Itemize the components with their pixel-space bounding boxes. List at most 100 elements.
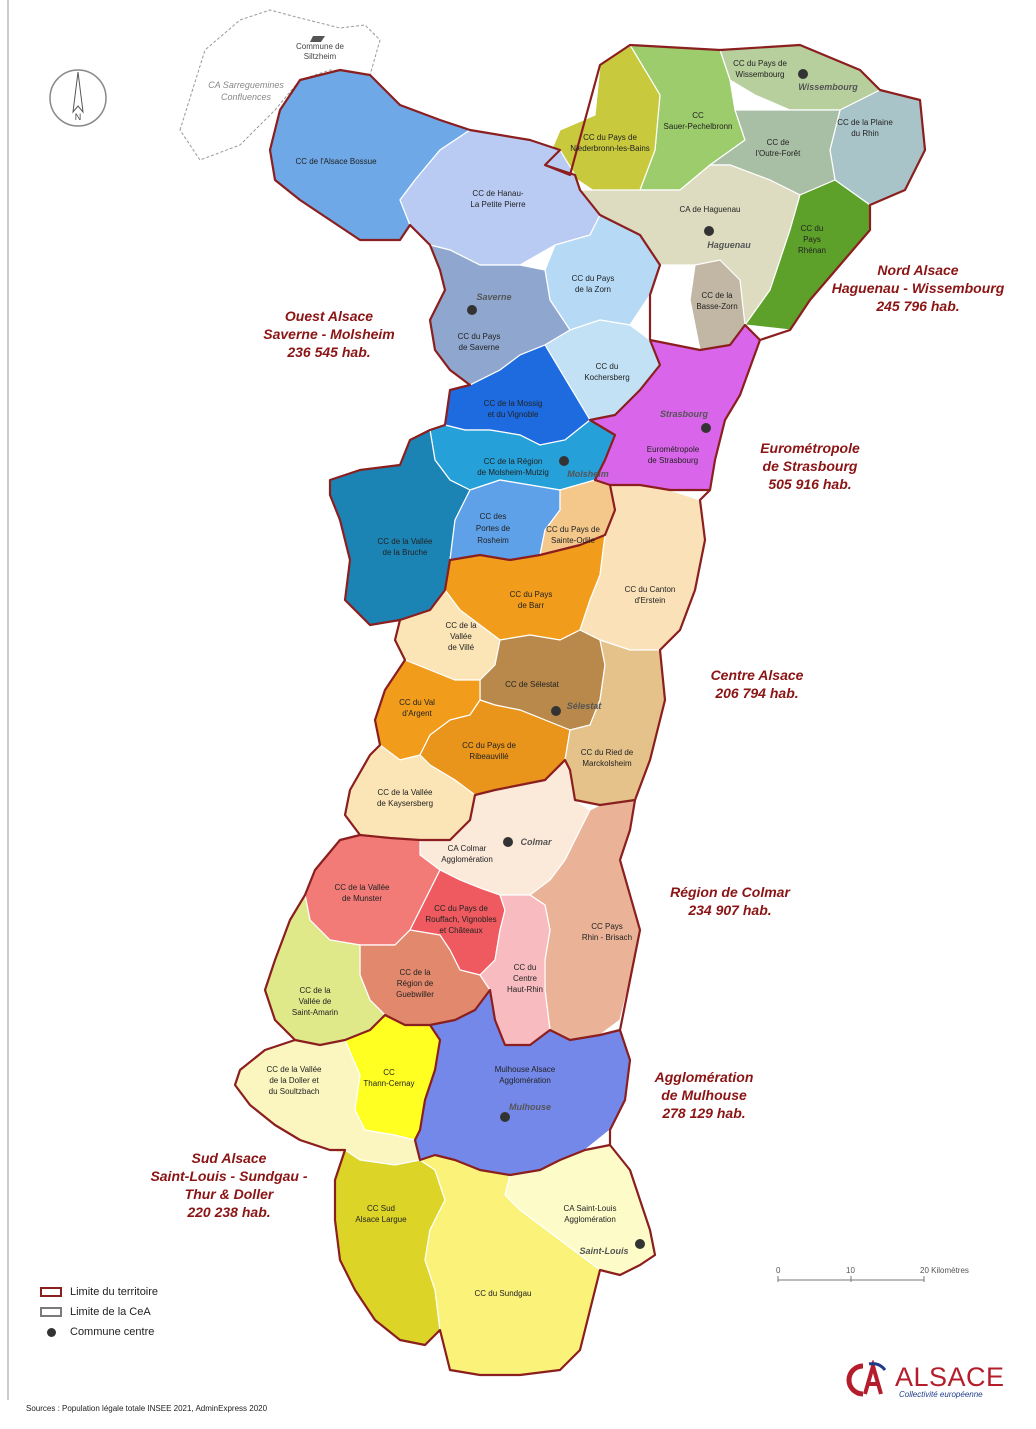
- legend: Limite du territoire Limite de la CeA Co…: [40, 1282, 158, 1342]
- epci-label: du Soultzbach: [269, 1087, 320, 1096]
- epci-label: Mulhouse Alsace: [495, 1065, 556, 1074]
- epci-label: de Barr: [518, 601, 545, 610]
- epci-label: Rhin - Brisach: [582, 933, 632, 942]
- territory-population: 236 545 hab.: [286, 344, 370, 360]
- cea-border-swatch: [40, 1307, 62, 1317]
- scale-tick: 20 Kilomètres: [920, 1266, 969, 1275]
- centre-label: Strasbourg: [660, 409, 709, 419]
- epci-label: de la Doller et: [269, 1076, 319, 1085]
- epci-label: d'Argent: [402, 709, 432, 718]
- epci-label: CC du Pays de: [434, 904, 488, 913]
- epci-label: de Villé: [448, 643, 475, 652]
- epci-label: CC du Pays: [572, 274, 615, 283]
- territory-population: 220 238 hab.: [186, 1204, 270, 1220]
- epci-label: CC du Pays de: [583, 133, 637, 142]
- legend-item-cea: Limite de la CeA: [40, 1302, 158, 1322]
- centre-dot-icon: [467, 305, 477, 315]
- epci-label: de la Zorn: [575, 285, 611, 294]
- centre-dot-icon: [701, 423, 711, 433]
- territory-subtitle: Saverne - Molsheim: [263, 326, 395, 342]
- epci-label: Basse-Zorn: [696, 302, 737, 311]
- scale-tick: 0: [776, 1266, 781, 1275]
- epci-label: Pays: [803, 235, 821, 244]
- epci-label: CC du Canton: [625, 585, 676, 594]
- epci-label: CC du Sundgau: [475, 1289, 532, 1298]
- centre-label: Saverne: [476, 292, 511, 302]
- epci-label: CC du Pays de: [733, 59, 787, 68]
- centre-dot-icon: [635, 1239, 645, 1249]
- territory-name: Centre Alsace: [711, 667, 804, 683]
- outside-label-1: CA Sarreguemines: [208, 80, 284, 90]
- epci-label: CC de la: [445, 621, 477, 630]
- epci-polygons: [234, 44, 926, 1376]
- epci-label: CC: [383, 1068, 395, 1077]
- centre-label: Sélestat: [567, 701, 603, 711]
- epci-label: CC des: [480, 512, 507, 521]
- territory-name: Région de Colmar: [670, 884, 791, 900]
- legend-label: Limite de la CeA: [70, 1306, 151, 1318]
- territory-subtitle: Saint-Louis - Sundgau -: [150, 1168, 307, 1184]
- epci-label: CA Saint-Louis: [564, 1204, 617, 1213]
- svg-text:N: N: [75, 112, 82, 122]
- territory-subtitle: de Mulhouse: [661, 1087, 747, 1103]
- commune-centres: Wissembourg Haguenau Saverne Strasbourg …: [467, 69, 858, 1256]
- territory-name: Ouest Alsace: [285, 308, 373, 324]
- epci-labels: CC du Pays de Wissembourg CC Sauer-Peche…: [267, 59, 894, 1298]
- epci-label: CC du Pays de: [546, 525, 600, 534]
- centre-dot-icon: [500, 1112, 510, 1122]
- legend-label: Limite du territoire: [70, 1286, 159, 1298]
- centre-label: Colmar: [520, 837, 552, 847]
- logo-subtitle: Collectivité européenne: [899, 1390, 983, 1399]
- epci-label: CC de la Vallée: [335, 883, 391, 892]
- territory-labels: Nord Alsace Haguenau - Wissembourg 245 7…: [150, 262, 1004, 1220]
- territory-population: 245 796 hab.: [875, 298, 959, 314]
- scale-tick: 10: [846, 1266, 855, 1275]
- epci-label: Agglomération: [441, 855, 493, 864]
- epci-label: CC de la Mossig: [484, 399, 543, 408]
- legend-item-centre: Commune centre: [40, 1322, 158, 1342]
- epci-label: CC de la Plaine: [837, 118, 893, 127]
- epci-label: de Strasbourg: [648, 456, 698, 465]
- territory-name: Eurométropole: [760, 440, 860, 456]
- epci-label: CC de la Vallée: [378, 788, 434, 797]
- epci-label: Kochersberg: [584, 373, 629, 382]
- alsace-logo: ALSACE Collectivité européenne: [843, 1360, 1013, 1405]
- centre-dot-icon: [559, 456, 569, 466]
- epci-label: CC de la Vallée: [267, 1065, 323, 1074]
- centre-label: Mulhouse: [509, 1102, 551, 1112]
- territory-population: 505 916 hab.: [768, 476, 851, 492]
- territory-subtitle-2: Thur & Doller: [185, 1186, 275, 1202]
- centre-label: Saint-Louis: [580, 1246, 629, 1256]
- epci-label: Rouffach, Vignobles: [425, 915, 496, 924]
- territory-borders: [233, 43, 927, 1377]
- epci-label: Agglomération: [499, 1076, 551, 1085]
- epci-label: Niederbronn-les-Bains: [570, 144, 650, 153]
- epci-label: CC du Pays: [458, 332, 501, 341]
- sarreguemines-outline: [179, 9, 381, 161]
- epci-label: l'Outre-Forêt: [756, 149, 801, 158]
- centre-dot-icon: [503, 837, 513, 847]
- epci-label: CC du: [801, 224, 824, 233]
- epci-label: CC de la: [299, 986, 331, 995]
- epci-label: Région de: [397, 979, 434, 988]
- epci-label: Vallée de: [299, 997, 332, 1006]
- epci-label: La Petite Pierre: [470, 200, 526, 209]
- territory-population: 206 794 hab.: [714, 685, 798, 701]
- commune-centre-swatch: [40, 1327, 62, 1337]
- epci-label: CC de: [767, 138, 790, 147]
- territory-name: Nord Alsace: [877, 262, 958, 278]
- epci-label: d'Erstein: [635, 596, 666, 605]
- epci-label: Vallée: [450, 632, 472, 641]
- epci-label: CC de Hanau-: [472, 189, 523, 198]
- legend-label: Commune centre: [70, 1326, 155, 1338]
- epci-label: Rosheim: [477, 536, 509, 545]
- sources-note: Sources : Population légale totale INSEE…: [26, 1404, 268, 1413]
- epci-label: Thann-Cernay: [363, 1079, 414, 1088]
- centre-label: Haguenau: [707, 240, 751, 250]
- epci-label: de Munster: [342, 894, 382, 903]
- epci-label: Marckolsheim: [582, 759, 632, 768]
- epci-label: de Saverne: [459, 343, 500, 352]
- territory-border-swatch: [40, 1287, 62, 1297]
- epci-label: CA de Haguenau: [680, 205, 741, 214]
